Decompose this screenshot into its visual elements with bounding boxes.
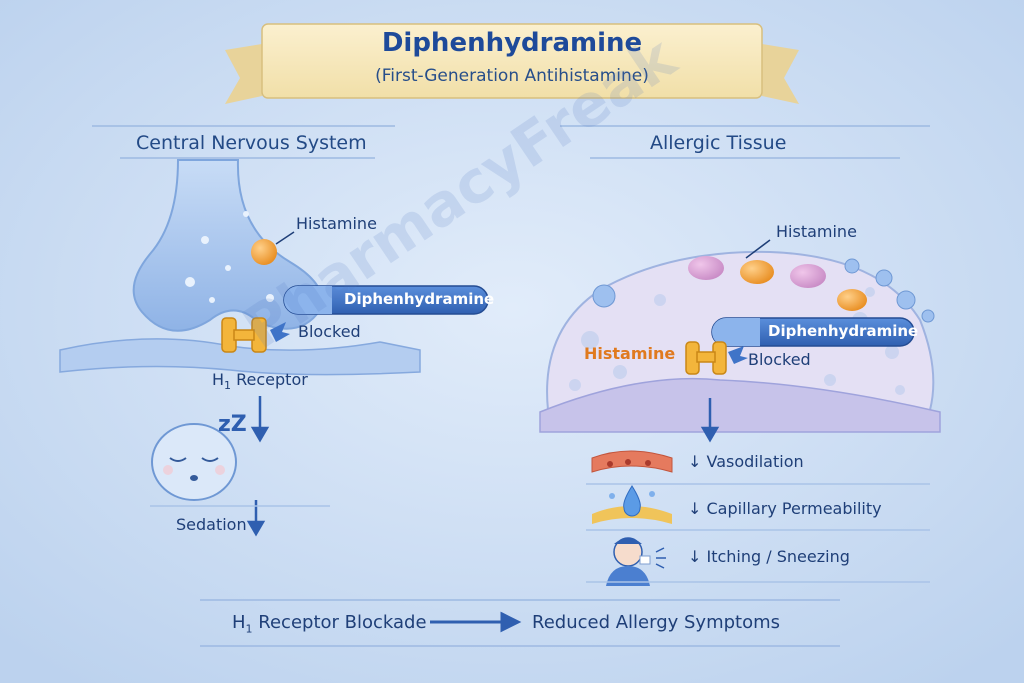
blood-vessel-icon [591, 450, 673, 473]
tissue-heading: Allergic Tissue [650, 132, 787, 154]
section-rules [92, 125, 930, 159]
page-subtitle: (First-Generation Antihistamine) [375, 66, 649, 86]
cns-heading: Central Nervous System [136, 132, 367, 154]
neuron-terminal [132, 159, 323, 332]
effect-rules [586, 483, 930, 583]
h1-receptor-tissue [685, 341, 748, 375]
title-ribbon [225, 23, 799, 104]
footer-rules [200, 599, 840, 647]
droplet-icon [592, 485, 672, 524]
page-title: Diphenhydramine [381, 28, 643, 58]
mast-cell-granules [592, 256, 935, 323]
tissue-arrow [700, 398, 720, 443]
effect-vasodilation: ↓ Vasodilation [688, 452, 804, 471]
tissue-blocked-label: Blocked [748, 350, 811, 369]
sleeping-face-icon [151, 423, 237, 501]
cns-histamine-label: Histamine [296, 214, 377, 233]
cns-arrows [246, 396, 270, 537]
sedation-label: Sedation [176, 515, 247, 534]
postsynaptic-membrane [59, 338, 421, 376]
h1-receptor-cns [221, 317, 290, 353]
diphenhydramine-pill-tissue [711, 317, 915, 347]
histamine-molecule-cns [251, 239, 277, 265]
histamine-pointer-cns [275, 231, 295, 245]
tissue-histamine-label: Histamine [776, 222, 857, 241]
sleep-zz-icon: zZ [218, 412, 247, 437]
diphenhydramine-pill-cns [283, 285, 489, 315]
tissue-histamine-side-label: Histamine [584, 344, 676, 363]
histamine-pointer-tissue [745, 239, 771, 259]
cns-drug-label: Diphenhydramine [344, 290, 495, 308]
tissue-drug-label: Diphenhydramine [768, 322, 919, 340]
effect-itching-sneezing: ↓ Itching / Sneezing [688, 547, 850, 566]
footer-cause: H1 Receptor Blockade [232, 612, 427, 636]
effect-capillary-permeability: ↓ Capillary Permeability [688, 499, 882, 518]
footer-arrow [430, 611, 522, 633]
cns-blocked-label: Blocked [298, 322, 361, 341]
sneezing-person-icon [606, 537, 666, 586]
cns-receptor-label: H1 Receptor [212, 370, 308, 393]
footer-result: Reduced Allergy Symptoms [532, 612, 781, 633]
